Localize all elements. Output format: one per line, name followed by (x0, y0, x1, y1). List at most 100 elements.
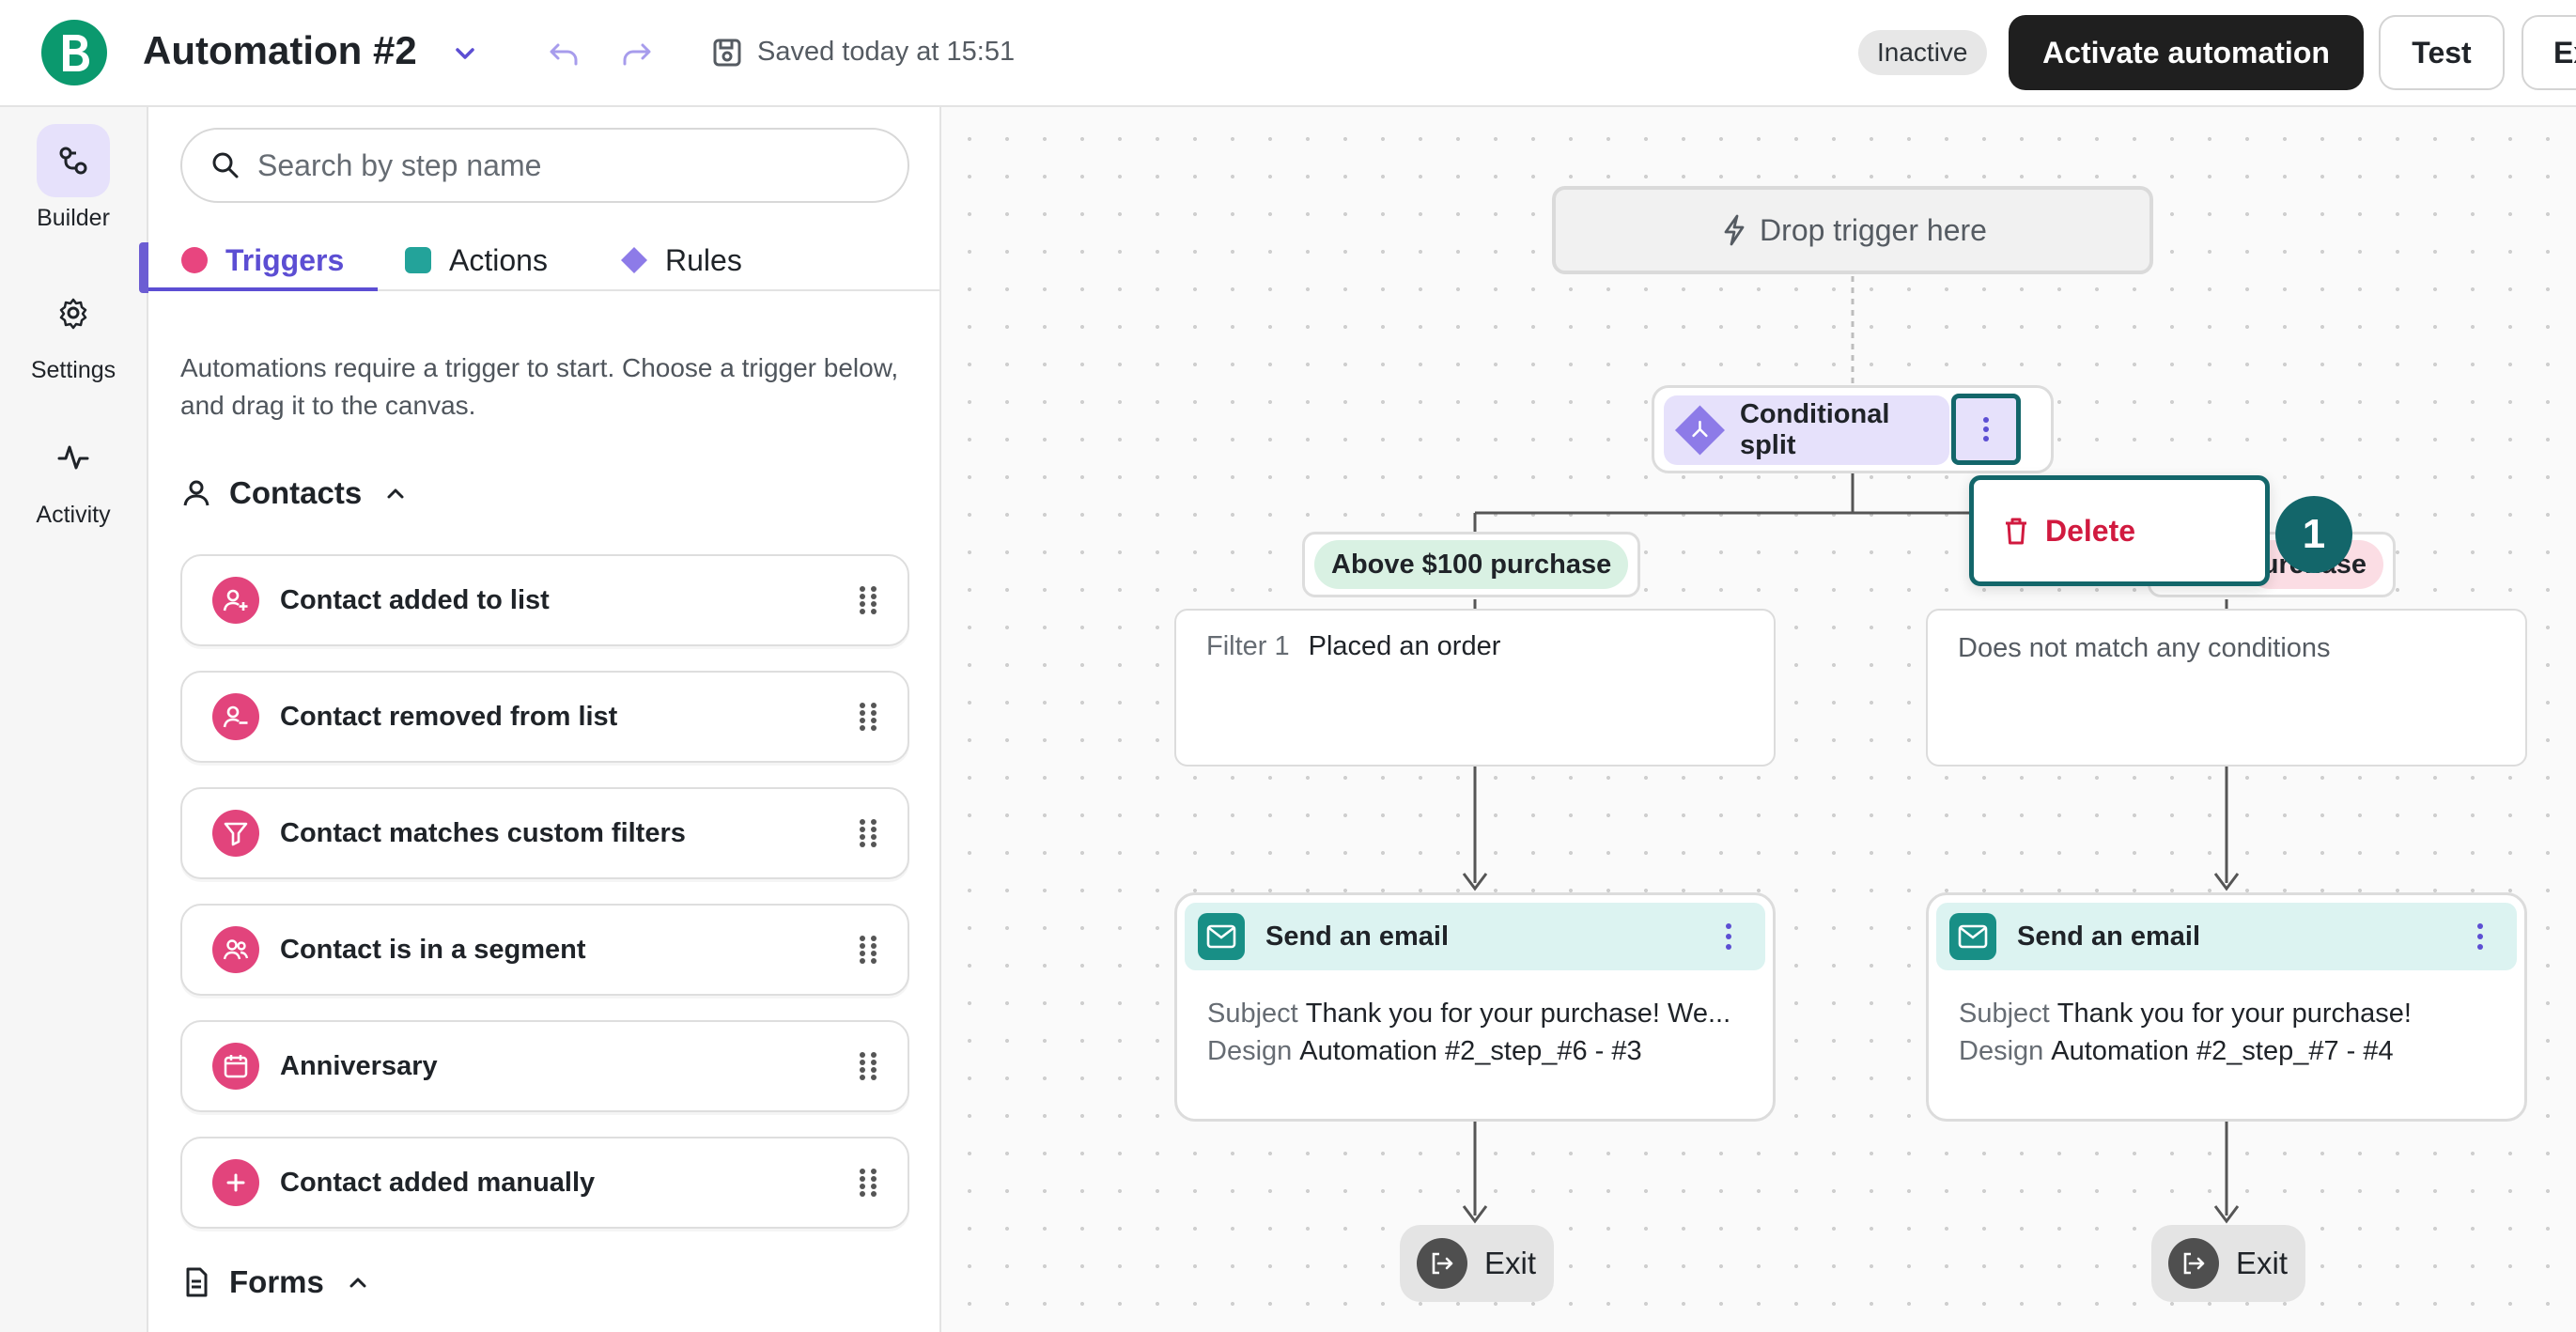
design-value: Automation #2_step_#7 - #4 (2051, 1036, 2394, 1066)
calendar-icon (212, 1043, 259, 1090)
trigger-label: Anniversary (280, 1050, 438, 1081)
trigger-label: Contact added to list (280, 584, 550, 615)
chevron-down-icon[interactable] (449, 38, 481, 70)
saved-status: Saved today at 15:51 (757, 37, 1016, 67)
kebab-menu-icon[interactable] (1715, 918, 1743, 955)
node-context-menu: Delete (1969, 475, 2270, 586)
action-square-icon (405, 247, 431, 273)
redo-icon[interactable] (618, 36, 656, 73)
split-diamond-icon (1674, 405, 1725, 456)
tab-actions[interactable]: Actions (404, 229, 548, 291)
send-email-header: Send an email (1936, 903, 2517, 970)
rail-item-activity[interactable]: Activity (0, 421, 147, 529)
chevron-up-icon (387, 488, 404, 499)
activity-icon (37, 421, 110, 494)
trigger-hint: Automations require a trigger to start. … (180, 353, 899, 420)
left-rail: Builder Settings Activity (0, 107, 148, 1332)
rail-label: Activity (36, 502, 111, 528)
branch-condition-box[interactable]: Does not match any conditions (1926, 609, 2527, 767)
design-key: Design (1959, 1036, 2044, 1066)
envelope-icon (1949, 913, 1996, 960)
branch-condition-box[interactable]: Filter 1 Placed an order (1174, 609, 1776, 767)
exit-icon (2168, 1238, 2219, 1289)
tab-label: Actions (449, 242, 548, 277)
brevo-logo[interactable] (41, 20, 107, 85)
drop-trigger-label: Drop trigger here (1760, 212, 1987, 247)
automation-title[interactable]: Automation #2 (143, 28, 417, 72)
conditional-split-header: Conditional split (1664, 395, 1949, 465)
section-contacts[interactable]: Contacts (180, 475, 409, 511)
trigger-card[interactable]: Contact matches custom filters (180, 787, 909, 879)
exit-node[interactable]: Exit (2151, 1225, 2305, 1302)
gear-icon (37, 276, 110, 349)
rail-item-builder[interactable]: Builder (0, 124, 147, 232)
branch-label[interactable]: Above $100 purchase (1302, 532, 1641, 597)
filter-icon (212, 810, 259, 857)
trigger-card[interactable]: Anniversary (180, 1020, 909, 1112)
trigger-card[interactable]: Contact is in a segment (180, 904, 909, 996)
document-icon (186, 1267, 208, 1297)
envelope-icon (1198, 913, 1245, 960)
plus-icon (212, 1159, 259, 1206)
trash-icon (2006, 518, 2026, 545)
lightning-icon (1724, 214, 1745, 246)
drag-handle-icon[interactable] (857, 934, 879, 966)
conditional-split-node[interactable]: Conditional split (1652, 385, 2054, 473)
tab-rules[interactable]: Rules (620, 229, 742, 291)
kebab-menu-icon (1983, 417, 1989, 441)
drag-handle-icon[interactable] (857, 701, 879, 733)
trigger-dot-icon (181, 247, 208, 273)
rail-label: Builder (37, 205, 110, 231)
workflow-canvas[interactable]: Drop trigger here Conditional split Abov… (941, 107, 2576, 1332)
node-menu-button[interactable] (1951, 394, 2021, 465)
drop-trigger-zone[interactable]: Drop trigger here (1552, 186, 2153, 274)
user-minus-icon (212, 693, 259, 740)
search-box[interactable] (180, 128, 909, 203)
trigger-card[interactable]: Contact removed from list (180, 671, 909, 763)
exit-label: Exit (1484, 1246, 1537, 1280)
filter-text: Does not match any conditions (1958, 633, 2331, 663)
undo-icon[interactable] (545, 36, 582, 73)
connector-lines (1462, 276, 2240, 1224)
delete-menu-item[interactable]: Delete (2045, 513, 2136, 548)
search-icon (212, 152, 239, 178)
test-button[interactable]: Test (2379, 15, 2505, 90)
person-icon (183, 480, 209, 506)
subject-key: Subject (1207, 999, 1298, 1029)
section-title: Forms (229, 1264, 324, 1299)
status-badge: Inactive (1858, 30, 1987, 75)
exit-node[interactable]: Exit (1400, 1225, 1554, 1302)
trigger-card[interactable]: Contact added manually (180, 1137, 909, 1229)
export-button[interactable]: Ex (2522, 15, 2576, 90)
activate-automation-button[interactable]: Activate automation (2009, 15, 2364, 90)
kebab-menu-icon[interactable] (2466, 918, 2494, 955)
active-indicator (139, 242, 148, 293)
user-plus-icon (212, 577, 259, 624)
subject-value: Thank you for your purchase! We... (1305, 999, 1731, 1029)
drag-handle-icon[interactable] (857, 817, 879, 849)
section-title: Contacts (229, 475, 363, 510)
rail-item-settings[interactable]: Settings (0, 276, 147, 384)
tab-triggers[interactable]: Triggers (180, 229, 344, 291)
search-input[interactable] (257, 147, 859, 183)
drag-handle-icon[interactable] (857, 584, 879, 616)
tab-active-underline (148, 287, 378, 291)
drag-handle-icon[interactable] (857, 1167, 879, 1199)
design-value: Automation #2_step_#6 - #3 (1299, 1036, 1642, 1066)
users-icon (212, 926, 259, 973)
top-bar: Automation #2 Saved today at 15:51 Inact… (0, 0, 2576, 107)
trigger-label: Contact is in a segment (280, 934, 586, 965)
filter-value: Placed an order (1308, 631, 1501, 661)
filter-key: Filter 1 (1206, 631, 1290, 661)
trigger-card[interactable]: Contact added to list (180, 554, 909, 646)
subject-key: Subject (1959, 999, 2050, 1029)
conditional-split-label: Conditional split (1739, 399, 1890, 460)
save-icon (710, 36, 744, 70)
exit-icon (1417, 1238, 1467, 1289)
section-forms[interactable]: Forms (180, 1264, 371, 1300)
trigger-label: Contact added manually (280, 1167, 596, 1198)
drag-handle-icon[interactable] (857, 1050, 879, 1082)
